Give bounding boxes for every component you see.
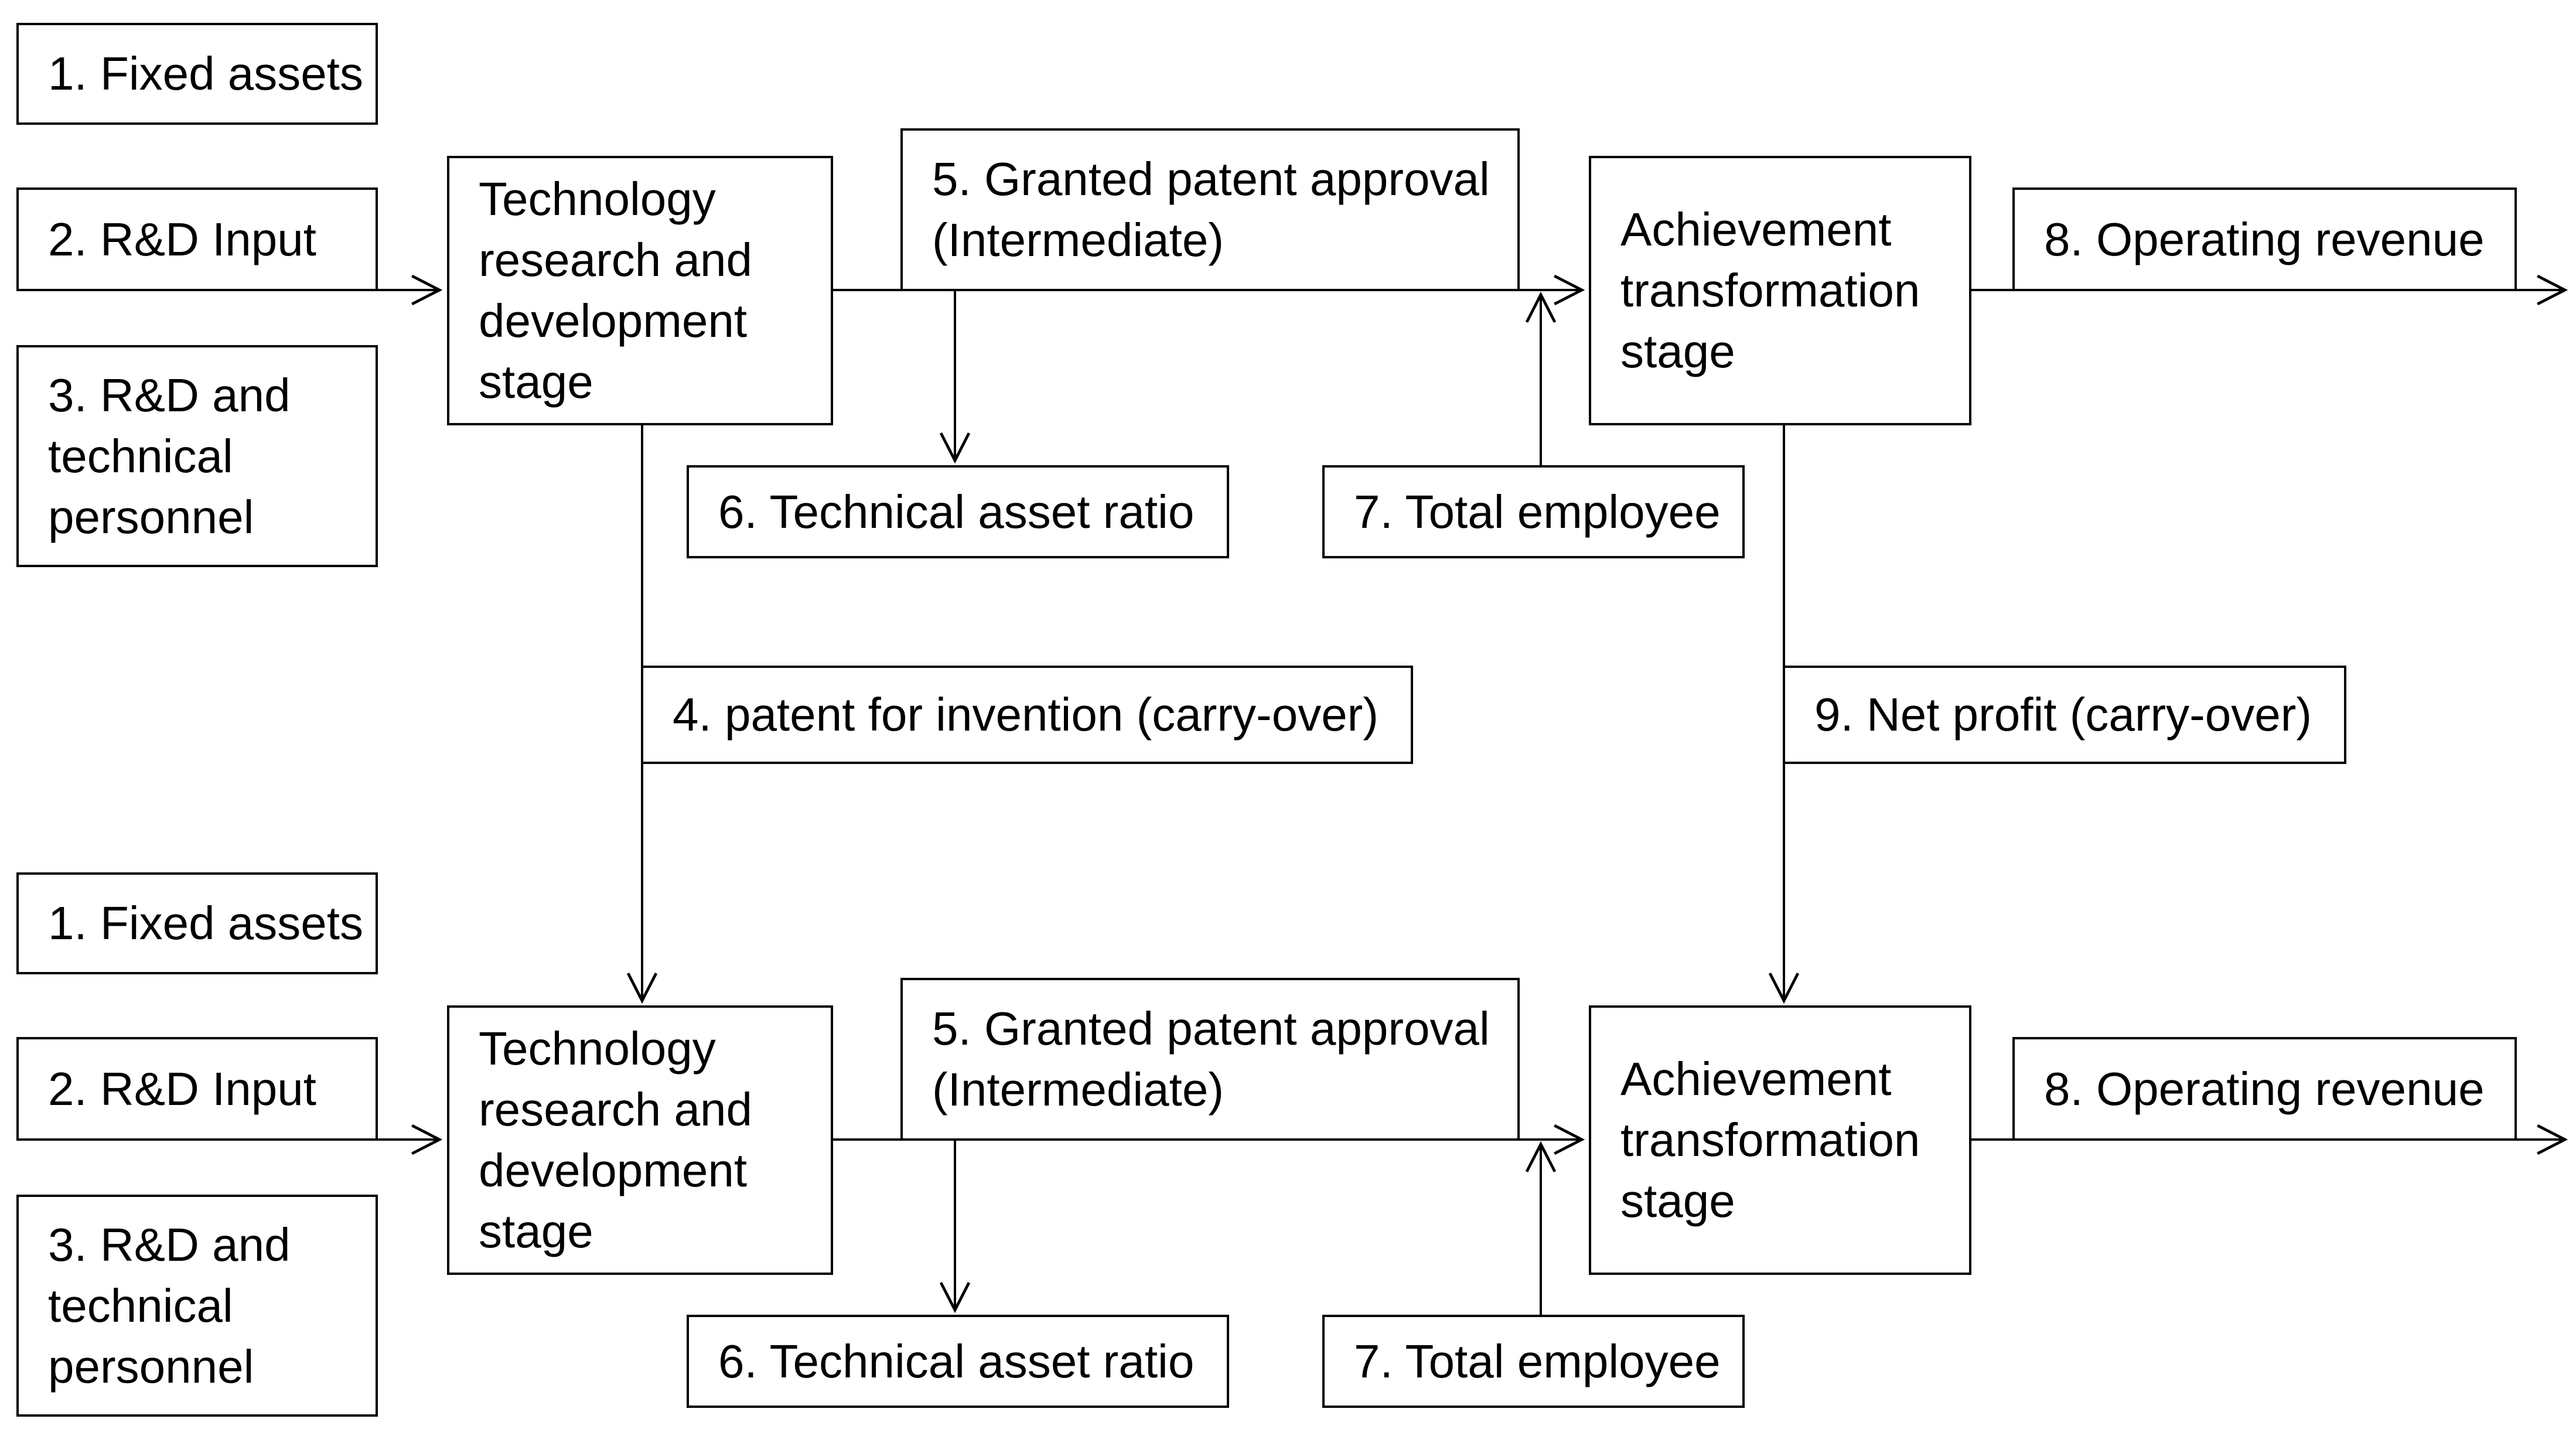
box-operating-revenue-top: 8. Operating revenue: [2012, 187, 2517, 291]
box-patent-carry-over: 4. patent for invention (carry-over): [641, 666, 1413, 764]
box-technology-stage-bottom: Technology research and development stag…: [447, 1005, 833, 1275]
box-rd-personnel-bottom: 3. R&D and technical personnel: [16, 1195, 378, 1417]
box-technical-asset-ratio-bottom: 6. Technical asset ratio: [687, 1315, 1229, 1408]
box-operating-revenue-bottom: 8. Operating revenue: [2012, 1037, 2517, 1141]
box-rd-input-top: 2. R&D Input: [16, 187, 378, 291]
box-rd-input-bottom: 2. R&D Input: [16, 1037, 378, 1141]
box-granted-patent-top: 5. Granted patent approval (Intermediate…: [900, 128, 1520, 291]
box-net-profit-carry-over: 9. Net profit (carry-over): [1783, 666, 2346, 764]
box-achievement-stage-bottom: Achievement transformation stage: [1589, 1005, 1971, 1275]
box-technical-asset-ratio-top: 6. Technical asset ratio: [687, 465, 1229, 558]
box-total-employee-bottom: 7. Total employee: [1322, 1315, 1745, 1408]
box-technology-stage-top: Technology research and development stag…: [447, 156, 833, 425]
box-fixed-assets-top: 1. Fixed assets: [16, 23, 378, 125]
box-fixed-assets-bottom: 1. Fixed assets: [16, 872, 378, 974]
box-rd-personnel-top: 3. R&D and technical personnel: [16, 345, 378, 567]
box-total-employee-top: 7. Total employee: [1322, 465, 1745, 558]
box-granted-patent-bottom: 5. Granted patent approval (Intermediate…: [900, 978, 1520, 1141]
box-achievement-stage-top: Achievement transformation stage: [1589, 156, 1971, 425]
